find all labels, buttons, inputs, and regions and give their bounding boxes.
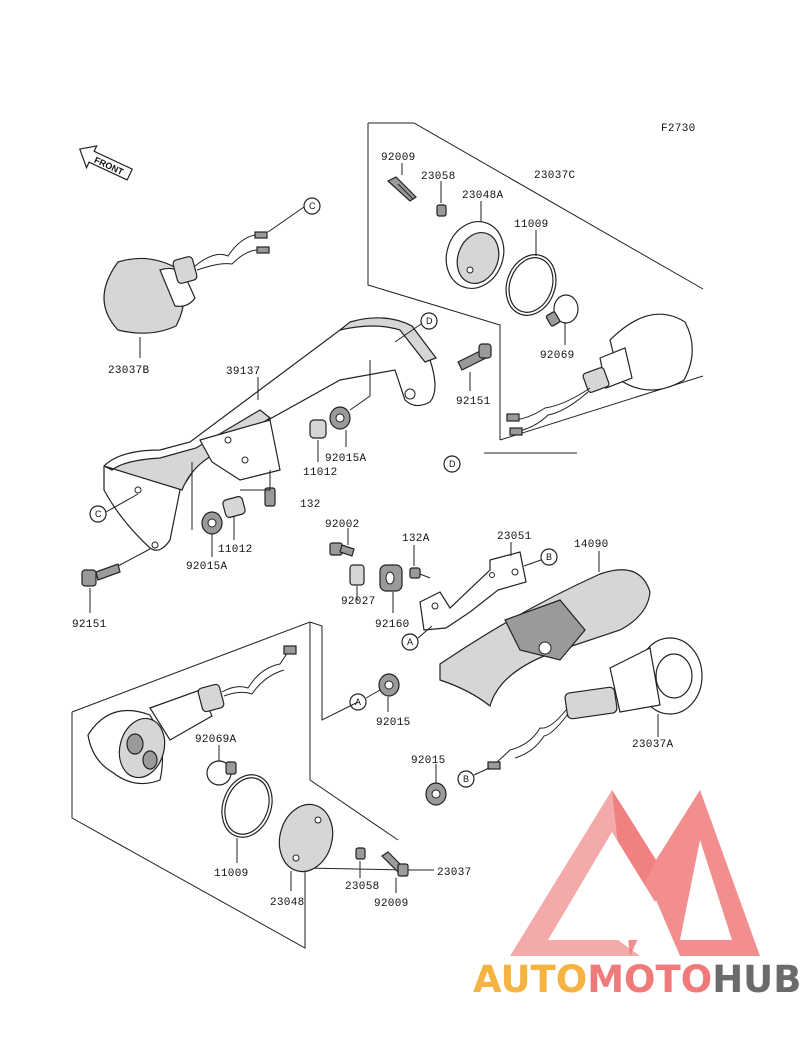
label-92002: 92002: [325, 519, 360, 531]
label-92015-low: 92015: [411, 755, 446, 767]
svg-text:C: C: [309, 201, 316, 211]
label-92151-left: 92151: [72, 619, 107, 631]
watermark-text: AUTOMOTOHUB: [473, 958, 800, 1001]
svg-text:B: B: [546, 552, 552, 562]
label-92015-mid: 92015: [376, 717, 411, 729]
label-92069A: 92069A: [195, 734, 237, 746]
bulb-92069A: [206, 760, 237, 786]
b-connector-bottom: B: [457, 767, 490, 788]
collar-11012-left: [222, 496, 246, 518]
a-connector-mid: A: [349, 689, 381, 711]
svg-text:D: D: [426, 316, 433, 326]
damper-92160: [379, 564, 403, 592]
bracket-39137: [103, 317, 437, 551]
label-14090: 14090: [574, 539, 609, 551]
watermark-moto: MOTO: [587, 958, 713, 1001]
nut-92015A-left: [201, 511, 223, 535]
watermark-auto: AUTO: [473, 958, 588, 1001]
label-23037A: 23037A: [632, 739, 674, 751]
nut-23058-top: [436, 204, 447, 217]
turn-signal-23037: [87, 645, 297, 785]
svg-text:B: B: [463, 774, 469, 784]
label-92009-bottom: 92009: [374, 898, 409, 910]
o-ring-11009-top: [505, 254, 557, 316]
label-92160: 92160: [375, 619, 410, 631]
lens-23048: [278, 803, 334, 873]
bracket-23051: [419, 551, 527, 631]
a-connector-left: A: [401, 625, 433, 651]
watermark-logo-mark: [510, 790, 760, 956]
label-23048: 23048: [270, 897, 305, 909]
figure-code: F2730: [661, 123, 696, 135]
bulb-92069: [545, 294, 579, 327]
svg-text:A: A: [407, 637, 413, 647]
fender-14090: [439, 569, 651, 708]
collar-92027: [349, 564, 365, 586]
label-92027: 92027: [341, 596, 376, 608]
label-11009-bottom: 11009: [214, 868, 249, 880]
label-23037B: 23037B: [108, 365, 150, 377]
d-connector-top: D: [394, 312, 438, 343]
label-23048A: 23048A: [462, 190, 504, 202]
front-direction-arrow: FRONT: [78, 145, 134, 181]
c-connector-top: C: [267, 197, 321, 233]
watermark-hub: HUB: [712, 958, 800, 1001]
collar-11012-right: [309, 419, 327, 439]
nut-23058-bottom: [355, 847, 366, 860]
label-11012-right: 11012: [303, 467, 338, 479]
nut-92015-mid: [378, 673, 400, 697]
bolt-92151-right: [457, 343, 492, 371]
label-11012-left: 11012: [218, 544, 253, 556]
bolt-132A: [409, 567, 431, 579]
label-23037C: 23037C: [534, 170, 576, 182]
nut-92015A-right: [329, 406, 351, 430]
label-39137: 39137: [226, 366, 261, 378]
lens-rim-23048A: [445, 221, 505, 289]
svg-text:A: A: [355, 697, 361, 707]
turn-signal-23037C: [506, 313, 693, 436]
label-92069: 92069: [540, 350, 575, 362]
c-connector-left: C: [89, 493, 139, 523]
b-connector-top: B: [523, 548, 558, 567]
label-23051: 23051: [497, 531, 532, 543]
label-132A: 132A: [402, 533, 430, 545]
label-23058-bottom: 23058: [345, 881, 380, 893]
turn-signal-23037B: [103, 231, 270, 334]
nut-92015-low: [425, 782, 447, 806]
svg-text:D: D: [449, 459, 456, 469]
o-ring-11009-bottom: [221, 774, 273, 838]
label-92015A-right: 92015A: [325, 453, 367, 465]
screw-92009-top: [386, 176, 417, 202]
svg-text:C: C: [95, 509, 102, 519]
bolt-92002: [329, 542, 355, 557]
label-92009-top: 92009: [381, 152, 416, 164]
bolt-92151-left: [81, 563, 121, 587]
group-23037-box: [71, 621, 434, 949]
label-23037: 23037: [437, 867, 472, 879]
d-connector-right: D: [443, 455, 461, 473]
bolt-132: [264, 487, 276, 507]
label-11009-top: 11009: [514, 219, 549, 231]
group-23037C-box: [367, 122, 704, 454]
label-23058-top: 23058: [421, 171, 456, 183]
label-92015A-left: 92015A: [186, 561, 228, 573]
turn-signal-23037A: [487, 637, 703, 770]
label-132: 132: [300, 499, 321, 511]
label-92151-right: 92151: [456, 396, 491, 408]
screw-92009-bottom: [381, 851, 409, 877]
